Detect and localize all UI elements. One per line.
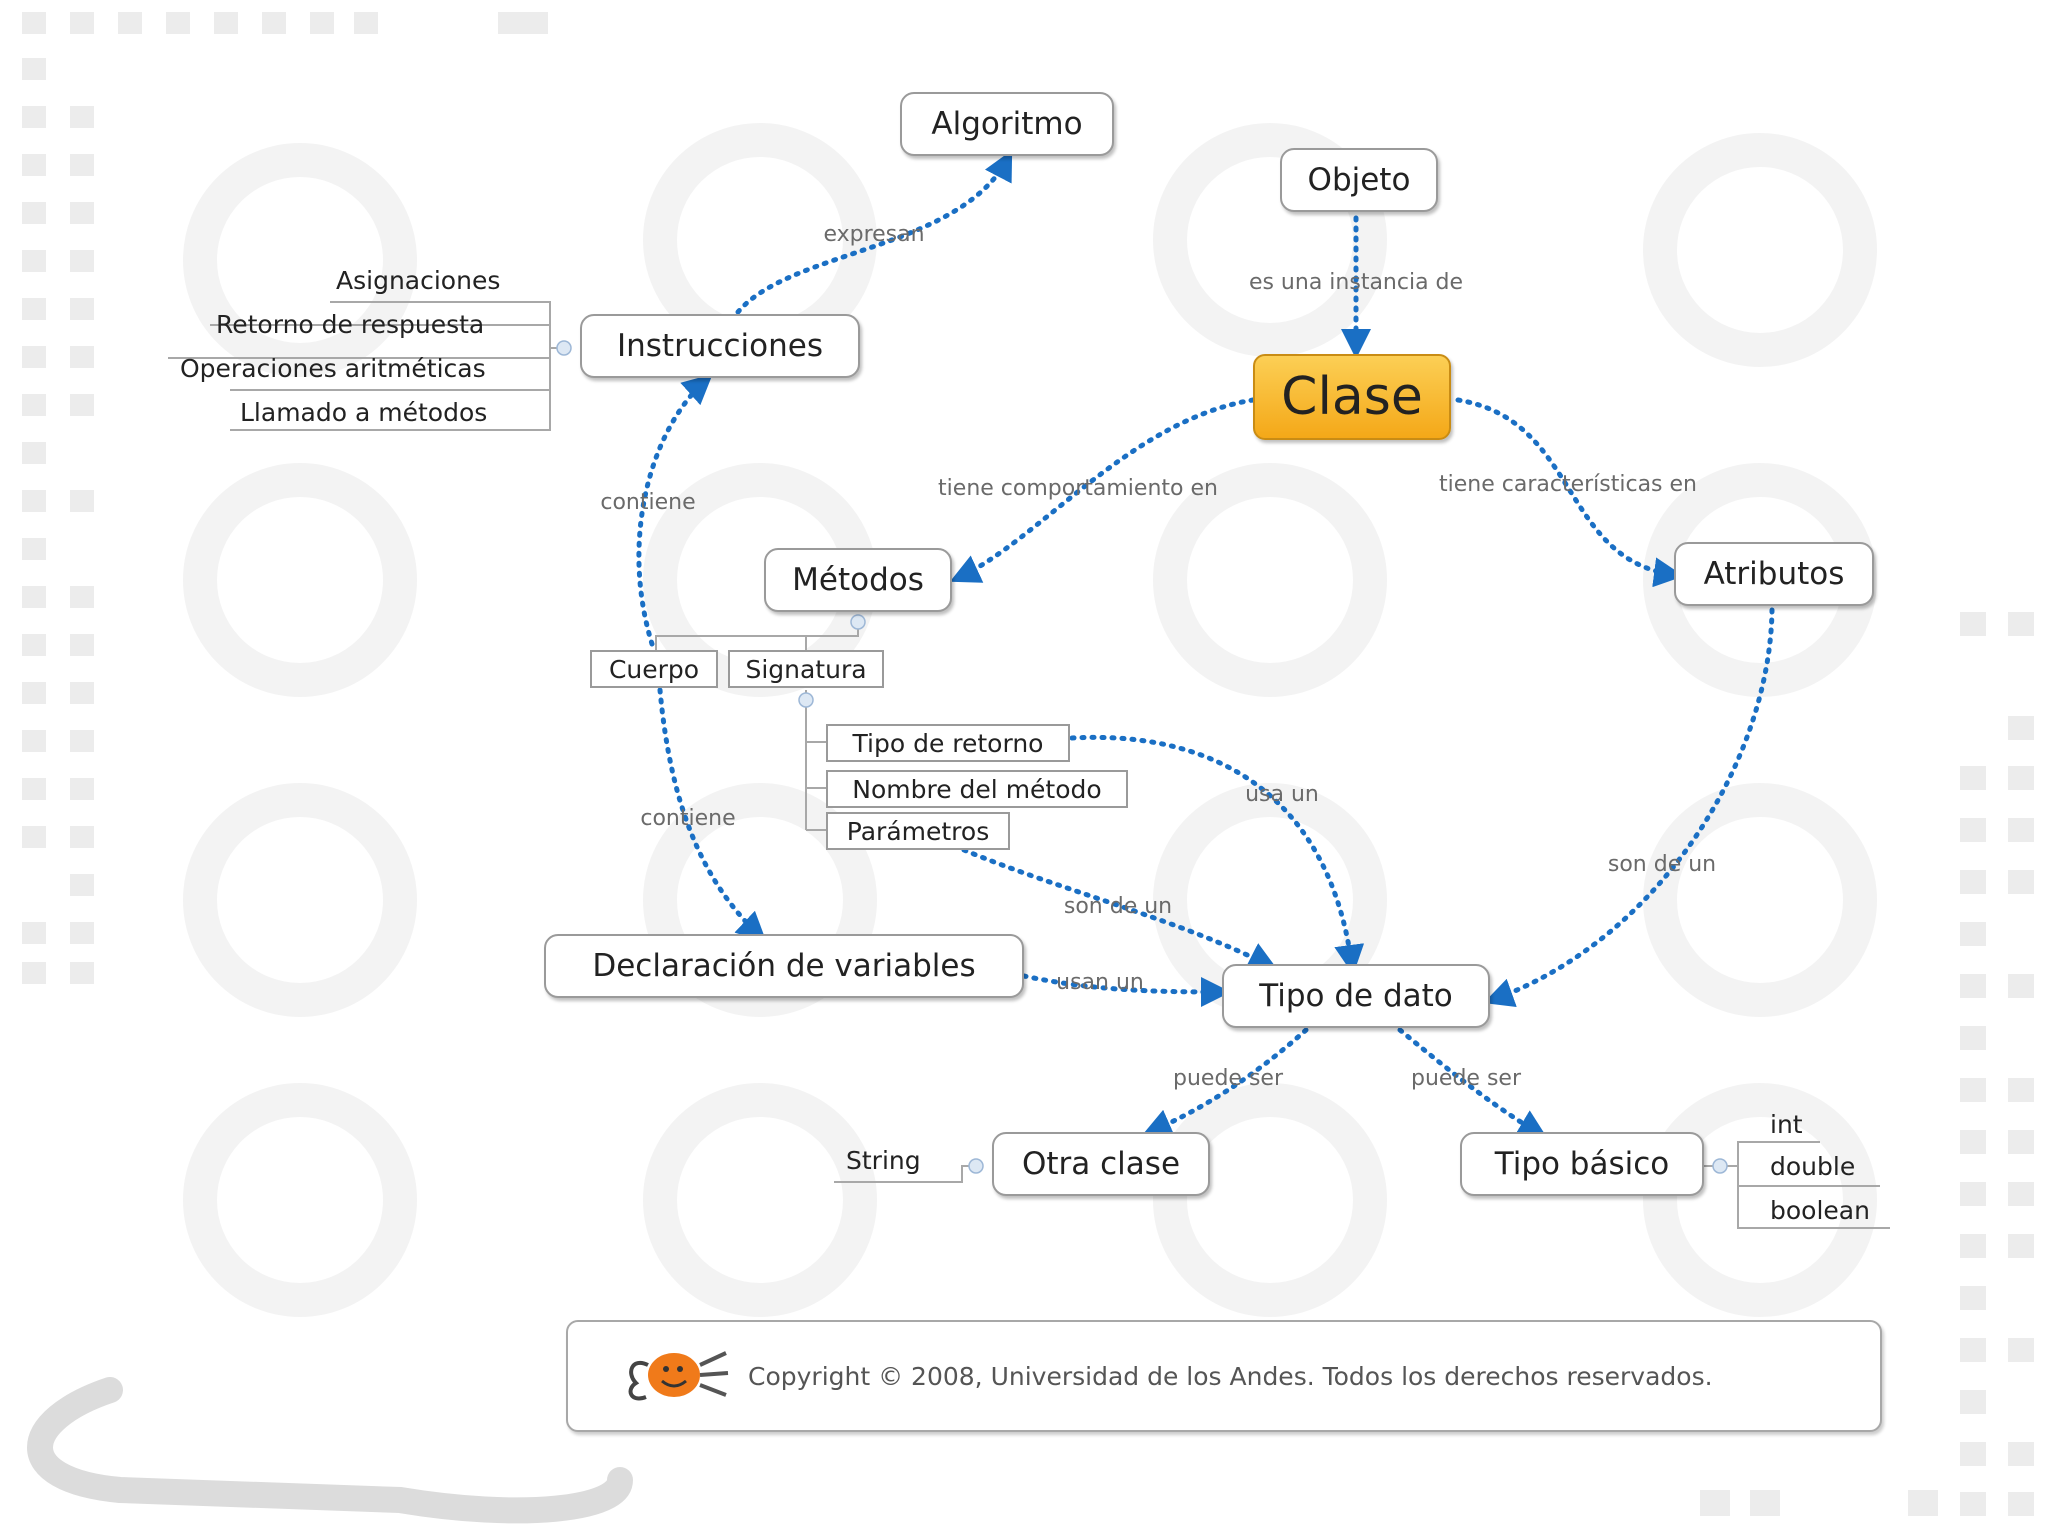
leaf-string: String — [846, 1146, 921, 1175]
leaf-boolean: boolean — [1770, 1196, 1870, 1225]
copyright-text: Copyright © 2008, Universidad de los And… — [748, 1361, 1713, 1391]
label-usa-un: usa un — [1245, 782, 1319, 807]
link-usa-un — [1069, 734, 1365, 975]
node-metodos[interactable]: Métodos — [764, 548, 952, 612]
box-parametros: Parámetros — [826, 812, 1010, 850]
link-expresan — [735, 150, 1013, 315]
link-usan-un — [1021, 973, 1231, 1007]
label-expresan: expresan — [823, 222, 925, 247]
box-cuerpo: Cuerpo — [590, 650, 718, 688]
label-comportamiento: tiene comportamiento en — [938, 476, 1218, 501]
node-instrucciones[interactable]: Instrucciones — [580, 314, 860, 378]
label-contiene-2: contiene — [640, 806, 736, 831]
label-contiene-1: contiene — [600, 490, 696, 515]
leaf-llamado-a-metodos: Llamado a métodos — [240, 398, 488, 427]
link-son-de-un-1 — [961, 847, 1279, 971]
label-caracteristicas: tiene características en — [1439, 472, 1697, 497]
node-objeto[interactable]: Objeto — [1280, 148, 1438, 212]
label-usan-un: usan un — [1056, 970, 1144, 995]
label-puede-ser-1: puede ser — [1173, 1066, 1283, 1091]
label-puede-ser-2: puede ser — [1411, 1066, 1521, 1091]
node-tipo-basico[interactable]: Tipo básico — [1460, 1132, 1704, 1196]
node-otra-clase[interactable]: Otra clase — [992, 1132, 1210, 1196]
node-algoritmo[interactable]: Algoritmo — [900, 92, 1114, 156]
label-son-de-un-2: son de un — [1607, 852, 1717, 877]
leaf-double: double — [1770, 1152, 1856, 1181]
node-atributos[interactable]: Atributos — [1674, 542, 1874, 606]
link-caracteristicas — [1455, 397, 1684, 588]
node-declaracion[interactable]: Declaración de variables — [544, 934, 1024, 998]
link-son-de-un-2 — [1483, 607, 1775, 1008]
label-son-de-un-1: son de un — [1063, 894, 1173, 919]
leaf-asignaciones: Asignaciones — [336, 266, 501, 295]
copyright-box: Copyright © 2008, Universidad de los And… — [566, 1320, 1882, 1432]
link-comportamiento — [949, 397, 1256, 583]
link-contiene-2 — [657, 687, 767, 943]
link-puede-ser-2 — [1397, 1027, 1548, 1139]
link-puede-ser-1 — [1141, 1027, 1309, 1138]
box-signatura: Signatura — [728, 650, 884, 688]
university-logo — [628, 1351, 729, 1401]
leaf-operaciones-aritmeticas: Operaciones aritméticas — [180, 354, 486, 383]
node-tipo-de-dato[interactable]: Tipo de dato — [1222, 964, 1490, 1028]
leaf-retorno-de-respuesta: Retorno de respuesta — [216, 310, 485, 339]
leaf-int: int — [1770, 1110, 1803, 1139]
link-contiene-1 — [636, 374, 713, 647]
box-tipo-de-retorno: Tipo de retorno — [826, 724, 1070, 762]
box-nombre-del-metodo: Nombre del método — [826, 770, 1128, 808]
label-es-instancia: es una instancia de — [1248, 270, 1464, 295]
node-clase[interactable]: Clase — [1253, 354, 1451, 440]
